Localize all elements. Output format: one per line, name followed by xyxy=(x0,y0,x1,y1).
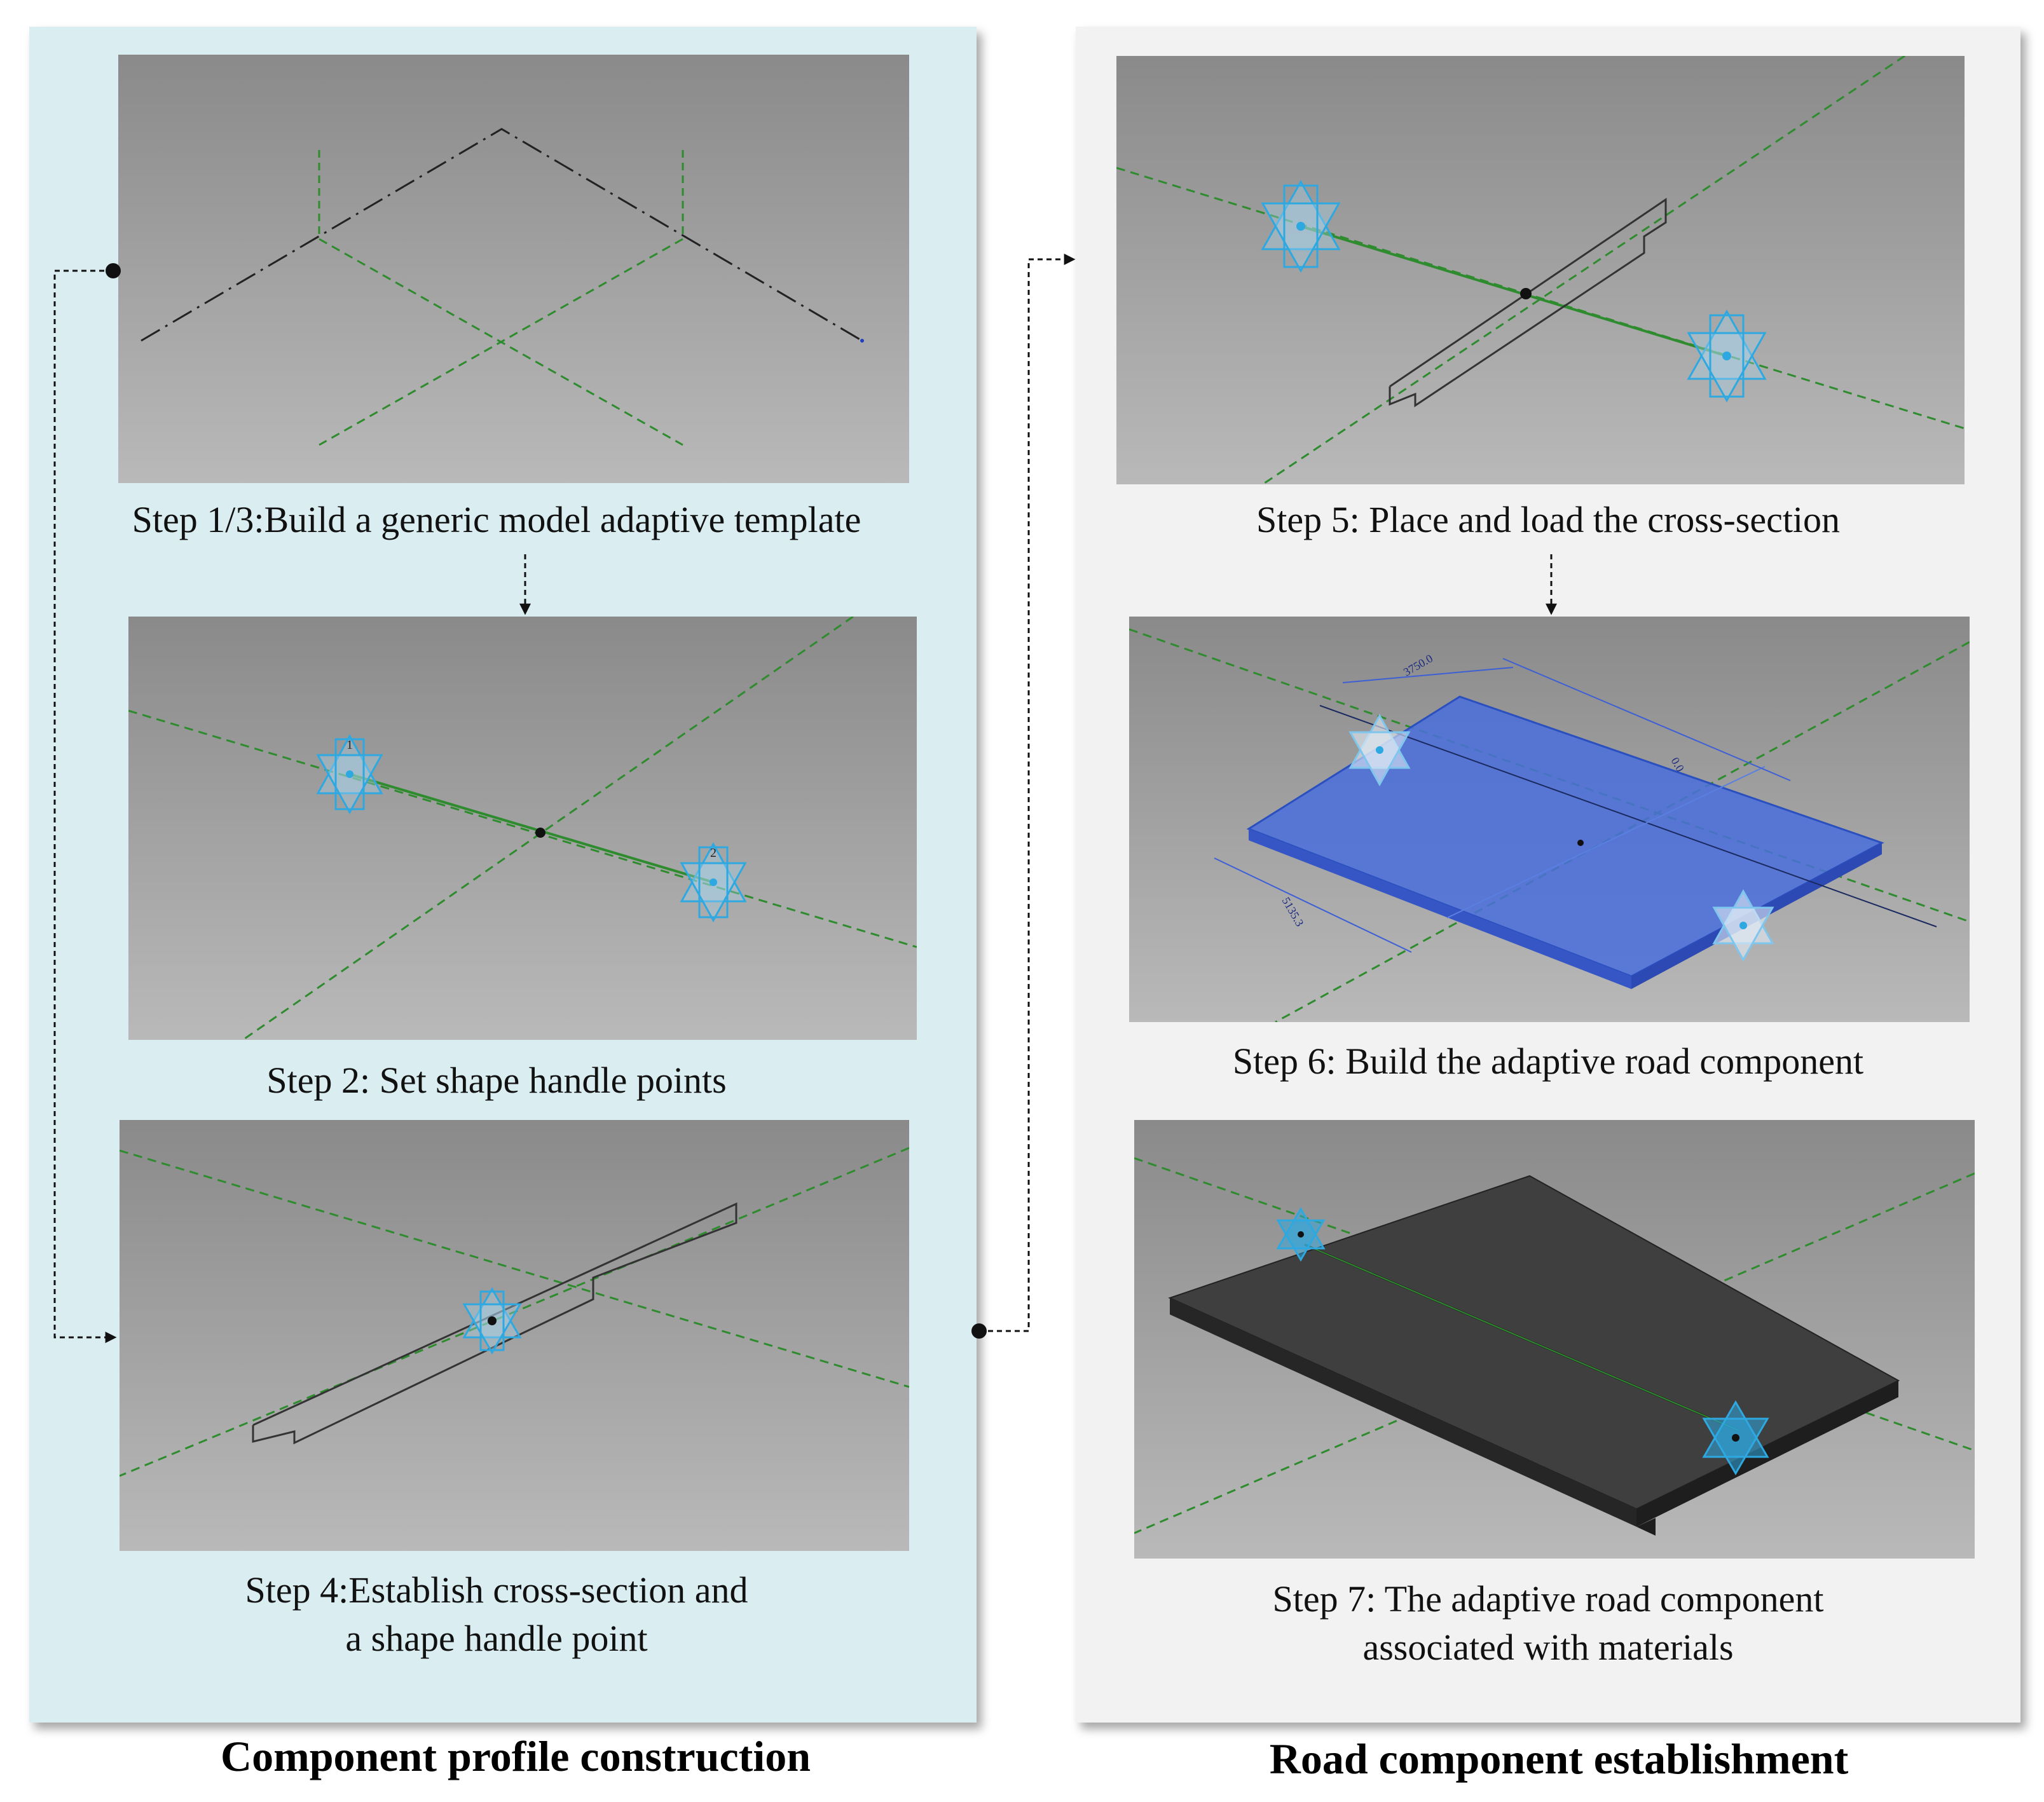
caption-step-4-line-2: a shape handle point xyxy=(345,1618,648,1659)
road-material-graphic xyxy=(1134,1157,1975,1536)
caption-step-1: Step 1/3:Build a generic model adaptive … xyxy=(132,499,861,540)
handle-point-1-icon xyxy=(316,734,383,815)
caption-step-6: Step 6: Build the adaptive road componen… xyxy=(1232,1041,1864,1082)
cross-section-graphic xyxy=(120,1147,909,1477)
viewport-step-7 xyxy=(1134,1120,1975,1559)
viewport-step-1 xyxy=(118,55,909,483)
handle-points-graphic: 1 2 xyxy=(128,617,917,1040)
caption-step-2: Step 2: Set shape handle points xyxy=(266,1060,727,1101)
arrow-step4-to-step5 xyxy=(979,254,1076,1332)
section-title-left: Component profile construction xyxy=(220,1732,811,1780)
caption-step-7-line-1: Step 7: The adaptive road component xyxy=(1272,1578,1824,1620)
handle-point-1-icon xyxy=(1348,713,1411,787)
caption-step-7-line-2: associated with materials xyxy=(1362,1627,1734,1668)
viewport-step-6: 3750.0 5135.3 0.0 xyxy=(1129,617,1970,1022)
viewport-step-5 xyxy=(1116,56,1965,484)
handle-point-2-icon xyxy=(680,842,747,923)
caption-step-5: Step 5: Place and load the cross-section xyxy=(1256,499,1841,540)
place-cross-section-graphic xyxy=(1116,56,1965,484)
handle-label-1: 1 xyxy=(346,738,353,752)
handle-point-1-icon xyxy=(1276,1207,1326,1262)
adaptive-road-blue-graphic: 3750.0 5135.3 0.0 xyxy=(1129,628,1970,1022)
viewport-step-4 xyxy=(120,1120,909,1551)
handle-point-1-icon xyxy=(1261,179,1341,273)
section-title-right: Road component establishment xyxy=(1269,1735,1849,1783)
handle-point-2-icon xyxy=(1702,1400,1769,1475)
handle-point-icon xyxy=(462,1287,522,1355)
caption-step-4-line-1: Step 4:Establish cross-section and xyxy=(245,1569,748,1611)
template-lines-graphic xyxy=(141,128,864,446)
handle-label-2: 2 xyxy=(710,846,717,860)
viewport-step-2: 1 2 xyxy=(128,617,917,1040)
handle-point-2-icon xyxy=(1687,309,1767,403)
handle-point-2-icon xyxy=(1712,889,1774,962)
